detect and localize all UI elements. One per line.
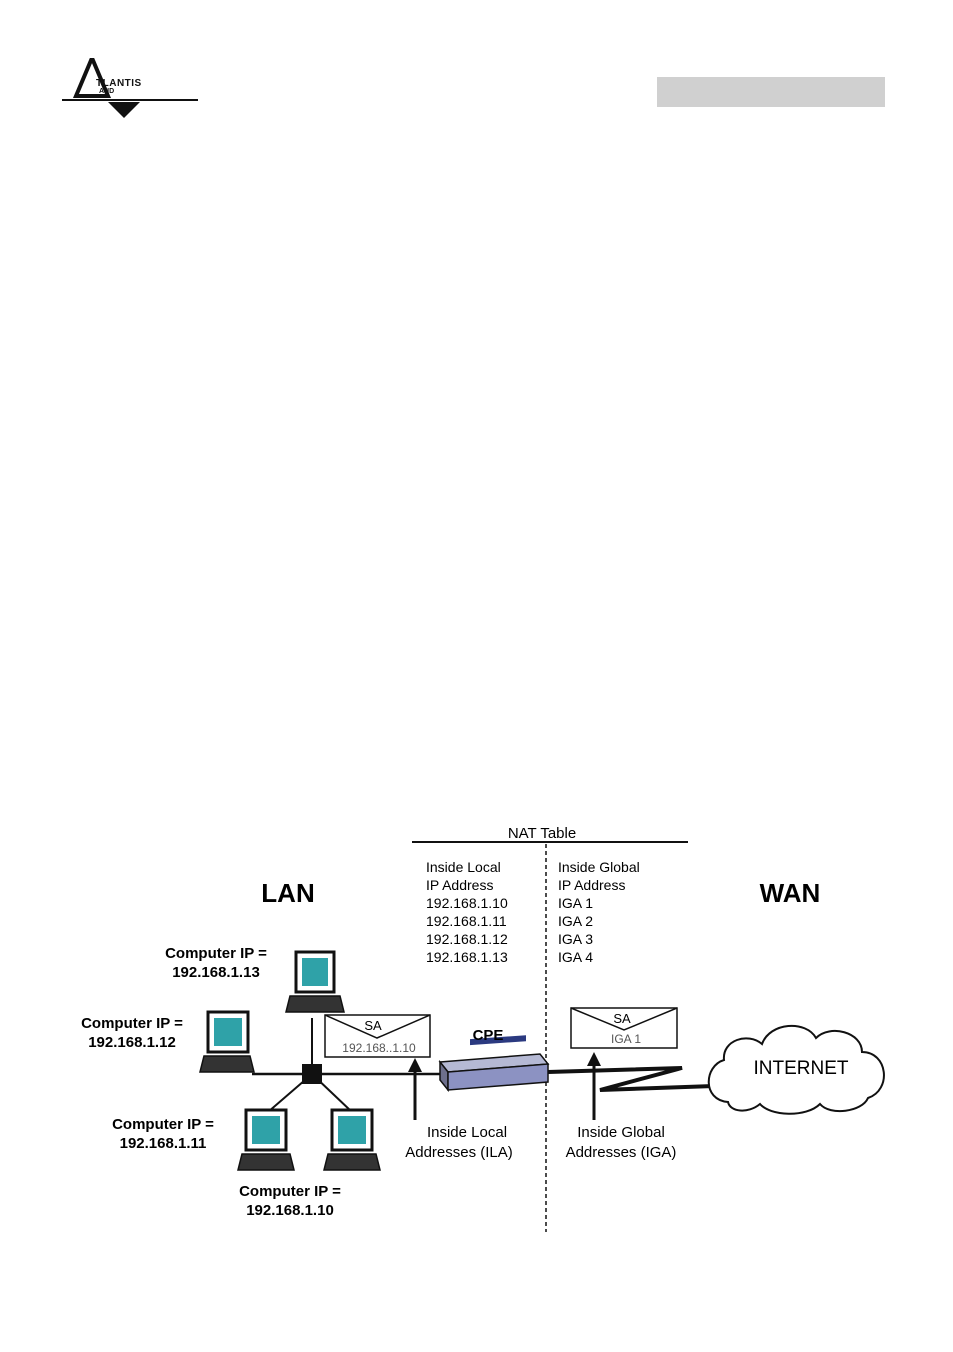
iga-arrow [587, 1052, 601, 1120]
nat-diagram-svg: NAT Table Inside Local IP Address 192.16… [81, 825, 885, 1232]
global-address-4: IGA 4 [558, 949, 593, 965]
nat-diagram: NAT Table Inside Local IP Address 192.16… [0, 800, 953, 1240]
logo-text: TLANTIS [96, 78, 142, 89]
internet-cloud [707, 1024, 885, 1115]
local-address-2: 192.168.1.11 [426, 913, 507, 929]
local-address-3: 192.168.1.12 [426, 931, 508, 947]
hub [302, 1064, 322, 1084]
computer-12-ip: 192.168.1.12 [88, 1034, 176, 1051]
cpe-router [438, 1035, 550, 1093]
global-header-line2: IP Address [558, 877, 625, 893]
computer-11-label: Computer IP = [112, 1116, 214, 1133]
computer-192-168-1-11 [237, 1108, 295, 1171]
computer-11-ip: 192.168.1.11 [120, 1135, 207, 1152]
computer-10-label: Computer IP = [239, 1183, 341, 1200]
wan-link [547, 1066, 715, 1092]
logo-subtext: AND [99, 88, 115, 95]
iga-label-line1: Inside Global [577, 1124, 665, 1141]
local-packet-envelope [324, 1014, 431, 1058]
ila-arrow [408, 1058, 422, 1120]
local-address-4: 192.168.1.13 [426, 949, 508, 965]
global-address-2: IGA 2 [558, 913, 593, 929]
computer-13-label: Computer IP = [165, 945, 267, 962]
computer-192-168-1-12 [199, 1010, 255, 1073]
cpe-label: CPE [473, 1027, 504, 1044]
header-bar [657, 77, 885, 107]
lan-label: LAN [261, 878, 314, 908]
atlantis-logo: TLANTIS AND [62, 52, 202, 122]
global-header-line1: Inside Global [558, 859, 640, 875]
iga-label-line2: Addresses (IGA) [566, 1144, 677, 1161]
internet-label: INTERNET [754, 1058, 849, 1079]
computer-13-ip: 192.168.1.13 [172, 964, 260, 981]
global-address-3: IGA 3 [558, 931, 593, 947]
local-packet-address: 192.168..1.10 [342, 1041, 416, 1055]
nat-table-title: NAT Table [508, 825, 576, 842]
computer-192-168-1-13 [285, 950, 345, 1013]
global-packet-envelope [570, 1007, 678, 1049]
computer-10-ip: 192.168.1.10 [246, 1202, 334, 1219]
global-packet-address: IGA 1 [611, 1032, 641, 1046]
local-header-line1: Inside Local [426, 859, 501, 875]
logo-mark [62, 52, 198, 118]
local-packet-sa: SA [364, 1018, 382, 1033]
ila-label-line1: Inside Local [427, 1124, 507, 1141]
global-packet-sa: SA [613, 1011, 631, 1026]
ila-label-line2: Addresses (ILA) [405, 1144, 513, 1161]
global-address-1: IGA 1 [558, 895, 593, 911]
local-address-1: 192.168.1.10 [426, 895, 508, 911]
computer-192-168-1-10 [323, 1108, 381, 1171]
wan-label: WAN [760, 878, 821, 908]
computer-12-label: Computer IP = [81, 1015, 183, 1032]
local-header-line2: IP Address [426, 877, 493, 893]
